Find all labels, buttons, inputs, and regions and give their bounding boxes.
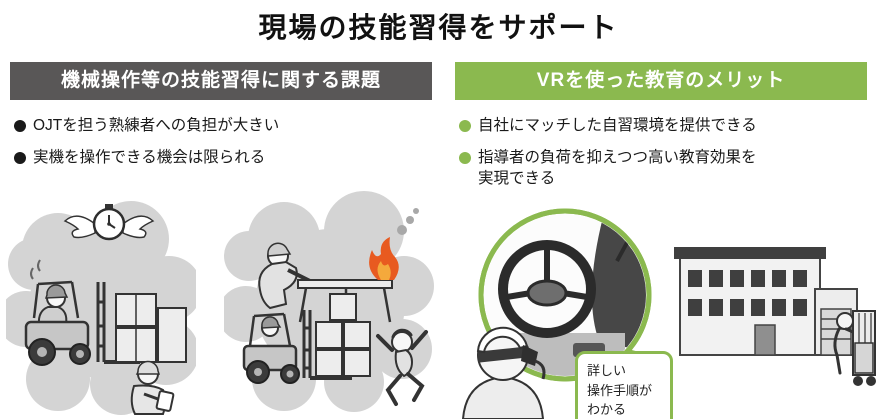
illustration-accident-risks [224, 191, 434, 412]
page-title: 現場の技能習得をサポート [258, 12, 619, 43]
stacked-boxes [315, 293, 371, 377]
challenges-section: 機械操作等の技能習得に関する課題 OJTを担う熟練者への負担が大きい 実機を操作… [10, 62, 432, 180]
smoke-puffs [397, 208, 419, 235]
factory-building [674, 247, 858, 356]
forklift [24, 280, 140, 366]
merit-item-label: 自社にマッチした自習環境を提供できる [478, 117, 757, 134]
challenge-item-label: 実機を操作できる機会は限られる [33, 148, 266, 166]
sweat-marks [30, 259, 41, 280]
helmet [476, 326, 529, 354]
bullet-icon [459, 151, 471, 164]
merit-item: 自社にマッチした自習環境を提供できる [459, 116, 867, 137]
vr-goggles [521, 345, 538, 366]
worker-with-tablet [130, 360, 175, 415]
vr-callout-bubble: 詳しい 操作手順が わかる [575, 351, 673, 419]
merit-item: 指導者の負荷を抑えつつ高い教育効果を 実現できる [459, 148, 867, 190]
winged-clock-icon [63, 204, 154, 241]
steering-wheel [498, 240, 596, 338]
fire-flame-icon [369, 237, 399, 280]
challenges-list: OJTを担う熟練者への負担が大きい 実機を操作できる機会は限られる [10, 116, 432, 169]
challenges-header: 機械操作等の技能習得に関する課題 [10, 62, 432, 100]
bullet-icon [459, 120, 471, 132]
vr-merits-header: VRを使った教育のメリット [455, 62, 867, 100]
headset-strap [477, 346, 529, 363]
vr-merits-section: VRを使った教育のメリット 自社にマッチした自習環境を提供できる 指導者の負荷を… [455, 62, 867, 201]
challenge-item-label: OJTを担う熟練者への負担が大きい [33, 117, 280, 134]
forklift [242, 310, 352, 384]
bullet-icon [14, 151, 26, 164]
merit-item-label: 指導者の負荷を抑えつつ高い教育効果を 実現できる [478, 148, 757, 187]
illustration-forklift-time-pressure [6, 201, 196, 415]
cargo-boxes [115, 293, 187, 363]
vr-headset-worker [461, 326, 546, 419]
challenge-item: OJTを担う熟練者への負担が大きい [14, 116, 432, 137]
vr-merits-list: 自社にマッチした自習環境を提供できる 指導者の負荷を抑えつつ高い教育効果を 実現… [455, 116, 867, 190]
bullet-icon [14, 120, 26, 132]
vr-benefit-illustration: 詳しい 操作手順が わかる [455, 203, 877, 419]
vr-scene [461, 208, 876, 419]
cart-worker [833, 310, 876, 386]
falling-worker [376, 328, 428, 406]
challenge-item: 実機を操作できる機会は限られる [14, 148, 432, 169]
